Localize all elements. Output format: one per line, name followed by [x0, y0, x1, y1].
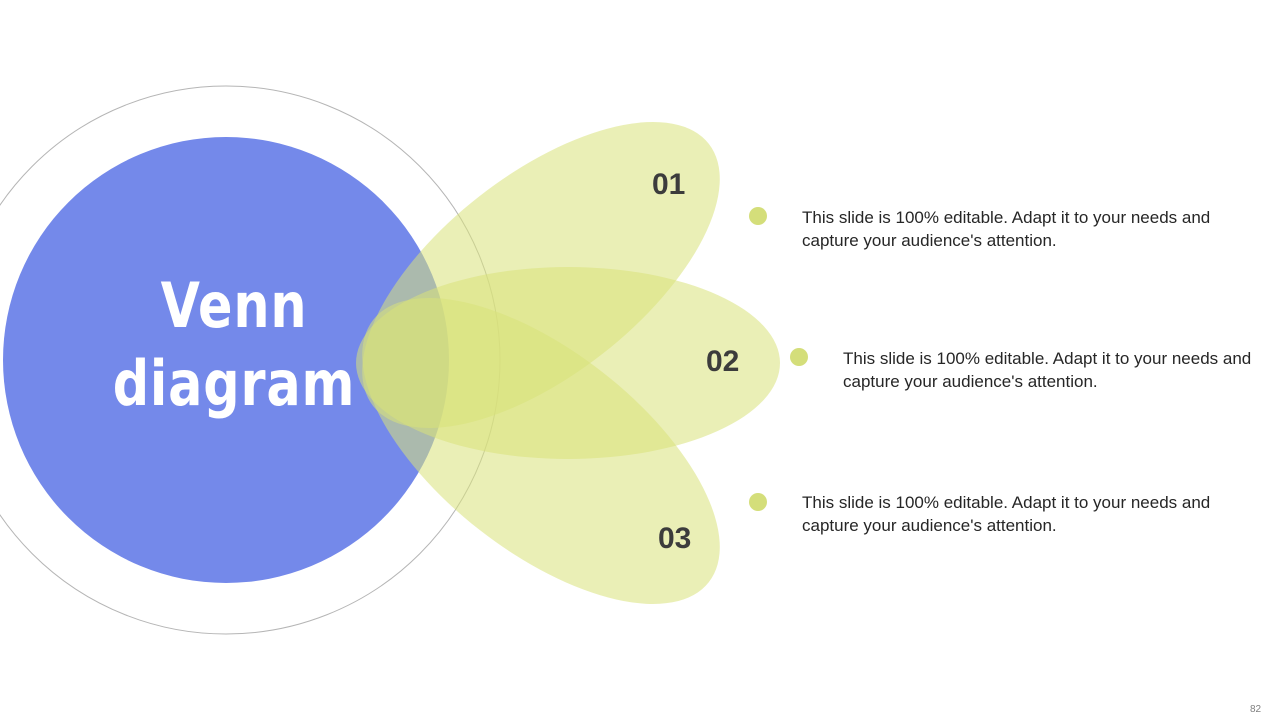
- bullet-dot-icon: [749, 207, 767, 225]
- item-number-02: 02: [706, 345, 740, 378]
- item-description-01: This slide is 100% editable. Adapt it to…: [802, 208, 1211, 250]
- item-number-03: 03: [658, 522, 692, 555]
- title-line-1: Venn: [160, 269, 308, 342]
- item-number-01: 01: [652, 168, 686, 201]
- bullet-dot-icon: [790, 348, 808, 366]
- bullet-dot-icon: [749, 493, 767, 511]
- title-line-2: diagram: [112, 347, 356, 420]
- main-circle: [3, 137, 449, 583]
- page-number: 82: [1250, 704, 1262, 715]
- petal-03: [362, 298, 720, 604]
- item-description-02: This slide is 100% editable. Adapt it to…: [843, 349, 1252, 391]
- item-description-03: This slide is 100% editable. Adapt it to…: [802, 493, 1211, 535]
